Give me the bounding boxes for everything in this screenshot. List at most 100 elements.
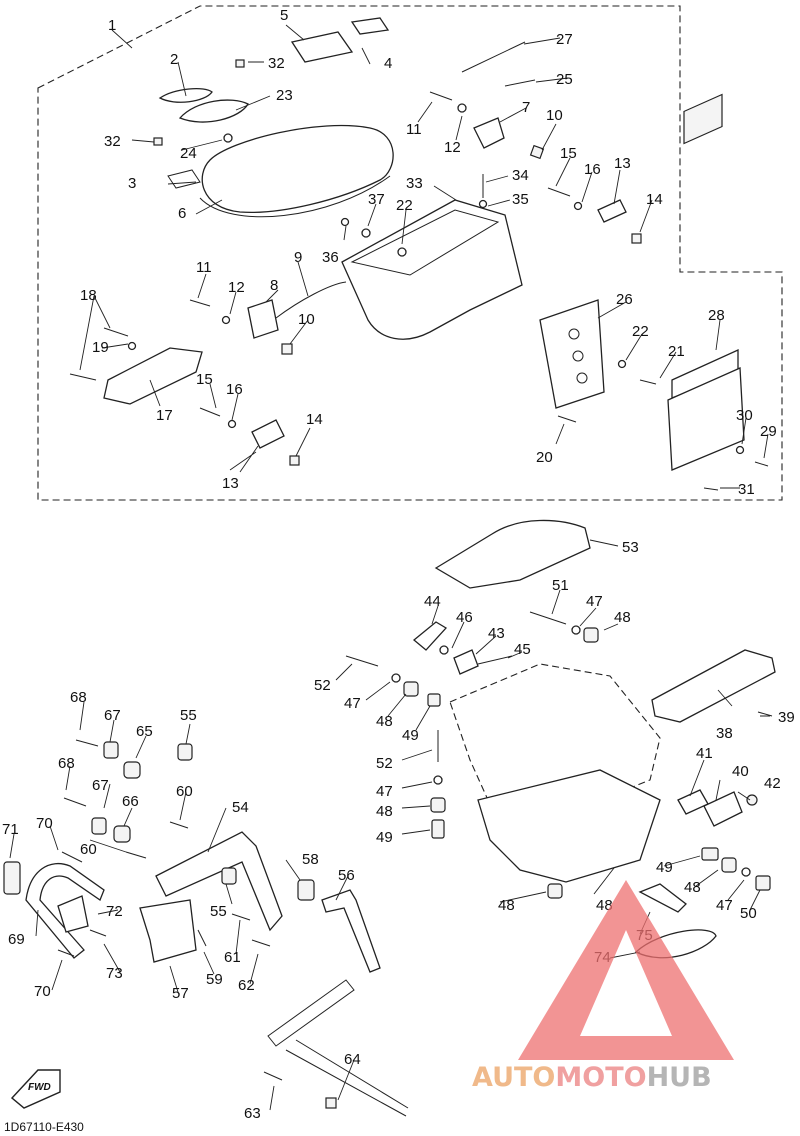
callout-1: 1 [108, 17, 116, 34]
part-38-bracket [651, 649, 776, 723]
callout-19: 19 [92, 339, 109, 356]
callout-67-a: 67 [104, 707, 121, 724]
callout-40: 40 [732, 763, 749, 780]
callout-13-lower: 13 [222, 475, 239, 492]
watermark-moto: MOTO [555, 1062, 646, 1093]
callout-45: 45 [514, 641, 531, 658]
part-35-grommet [478, 199, 488, 209]
part-59-bolt [197, 929, 207, 947]
part-18-screw-b [69, 373, 97, 381]
callout-46: 46 [456, 609, 473, 626]
part-6-lid-rim [199, 175, 391, 218]
part-10-nut-lower [281, 343, 293, 355]
callout-48-b: 48 [376, 713, 393, 730]
callout-7: 7 [522, 99, 530, 116]
callout-28: 28 [708, 307, 725, 324]
part-43-lock [453, 649, 479, 675]
part-56-stay [321, 889, 381, 973]
diagram-footer-code: 1D67110-E430 [4, 1120, 84, 1134]
part-26-bracket [539, 299, 605, 409]
callout-22-upper: 22 [396, 197, 413, 214]
part-47-washer-c [433, 775, 443, 785]
part-62-bolt [251, 939, 271, 947]
callout-52-b: 52 [376, 755, 393, 772]
callout-47-d: 47 [716, 897, 733, 914]
part-48-grommet-d [547, 883, 563, 899]
part-20-bolt [557, 415, 577, 423]
part-71-cap [3, 861, 21, 895]
callout-43: 43 [488, 625, 505, 642]
callout-63: 63 [244, 1105, 261, 1122]
part-60-bolt-a [169, 821, 189, 829]
part-stay-lower [267, 979, 409, 1117]
callout-14-upper: 14 [646, 191, 663, 208]
part-67-spacer-a [103, 741, 119, 759]
callout-64: 64 [344, 1051, 361, 1068]
part-26-hole-b [572, 350, 584, 362]
watermark-triangle-icon [518, 880, 734, 1060]
watermark-logo [518, 880, 734, 1060]
part-13-latch-upper [597, 199, 627, 223]
callout-49-b: 49 [376, 829, 393, 846]
part-42-nut [746, 794, 758, 806]
part-18-screw-a [103, 327, 129, 337]
part-8-lock [247, 299, 279, 339]
part-58-collar [297, 879, 315, 901]
part-13-latch-lower [251, 419, 285, 449]
part-36-washer [340, 217, 350, 227]
fwd-arrow-icon: FWD [10, 1069, 61, 1109]
part-32-clip-a [235, 59, 245, 68]
part-23-lock-bracket [178, 99, 249, 123]
callout-60-b: 60 [80, 841, 97, 858]
callout-60-a: 60 [176, 783, 193, 800]
part-29-screw [754, 461, 769, 467]
callout-33: 33 [406, 175, 423, 192]
callout-47-a: 47 [586, 593, 603, 610]
part-57-bracket [139, 899, 197, 963]
part-14-nut-lower [289, 455, 300, 466]
part-39-screw [757, 711, 773, 717]
part-15-bolt-upper [547, 187, 571, 197]
callout-44: 44 [424, 593, 441, 610]
callout-72: 72 [106, 903, 123, 920]
part-61-bolt [231, 913, 251, 921]
part-37-collar [361, 228, 371, 238]
part-47-washer-a [571, 625, 581, 635]
callout-15-lower: 15 [196, 371, 213, 388]
callout-50: 50 [740, 905, 757, 922]
part-60-bolt-b [125, 851, 147, 859]
callout-10-lower: 10 [298, 311, 315, 328]
part-24-washer [223, 133, 233, 143]
callout-42: 42 [764, 775, 781, 792]
callout-4: 4 [384, 55, 392, 72]
callout-68-b: 68 [58, 755, 75, 772]
part-6-lid [201, 124, 394, 214]
part-68-bolt-a [75, 739, 99, 747]
part-48-grommet-a [583, 627, 599, 643]
part-19-washer [127, 341, 137, 351]
callout-58: 58 [302, 851, 319, 868]
part-30-washer [735, 445, 745, 455]
callout-20: 20 [536, 449, 553, 466]
callout-61: 61 [224, 949, 241, 966]
fwd-label: FWD [28, 1082, 51, 1093]
callout-48-a: 48 [614, 609, 631, 626]
part-45-rod [477, 655, 513, 665]
part-49-collar-c [701, 847, 719, 861]
callout-6: 6 [178, 205, 186, 222]
part-64-nut [325, 1097, 337, 1109]
callout-56: 56 [338, 867, 355, 884]
part-33-bag-inner [350, 209, 500, 276]
callout-47-b: 47 [344, 695, 361, 712]
callout-70-a: 70 [36, 815, 53, 832]
callout-54: 54 [232, 799, 249, 816]
callout-39: 39 [778, 709, 795, 726]
part-41-plate [677, 789, 709, 815]
part-31-screw [703, 487, 719, 491]
part-69-rail [25, 862, 105, 959]
part-25-bolt [504, 79, 536, 87]
callout-55-b: 55 [210, 903, 227, 920]
part-22-washer-lower [617, 359, 627, 369]
callout-labels: 1 2 3 4 5 6 7 8 9 10 10 11 11 12 12 13 1… [2, 7, 795, 1122]
